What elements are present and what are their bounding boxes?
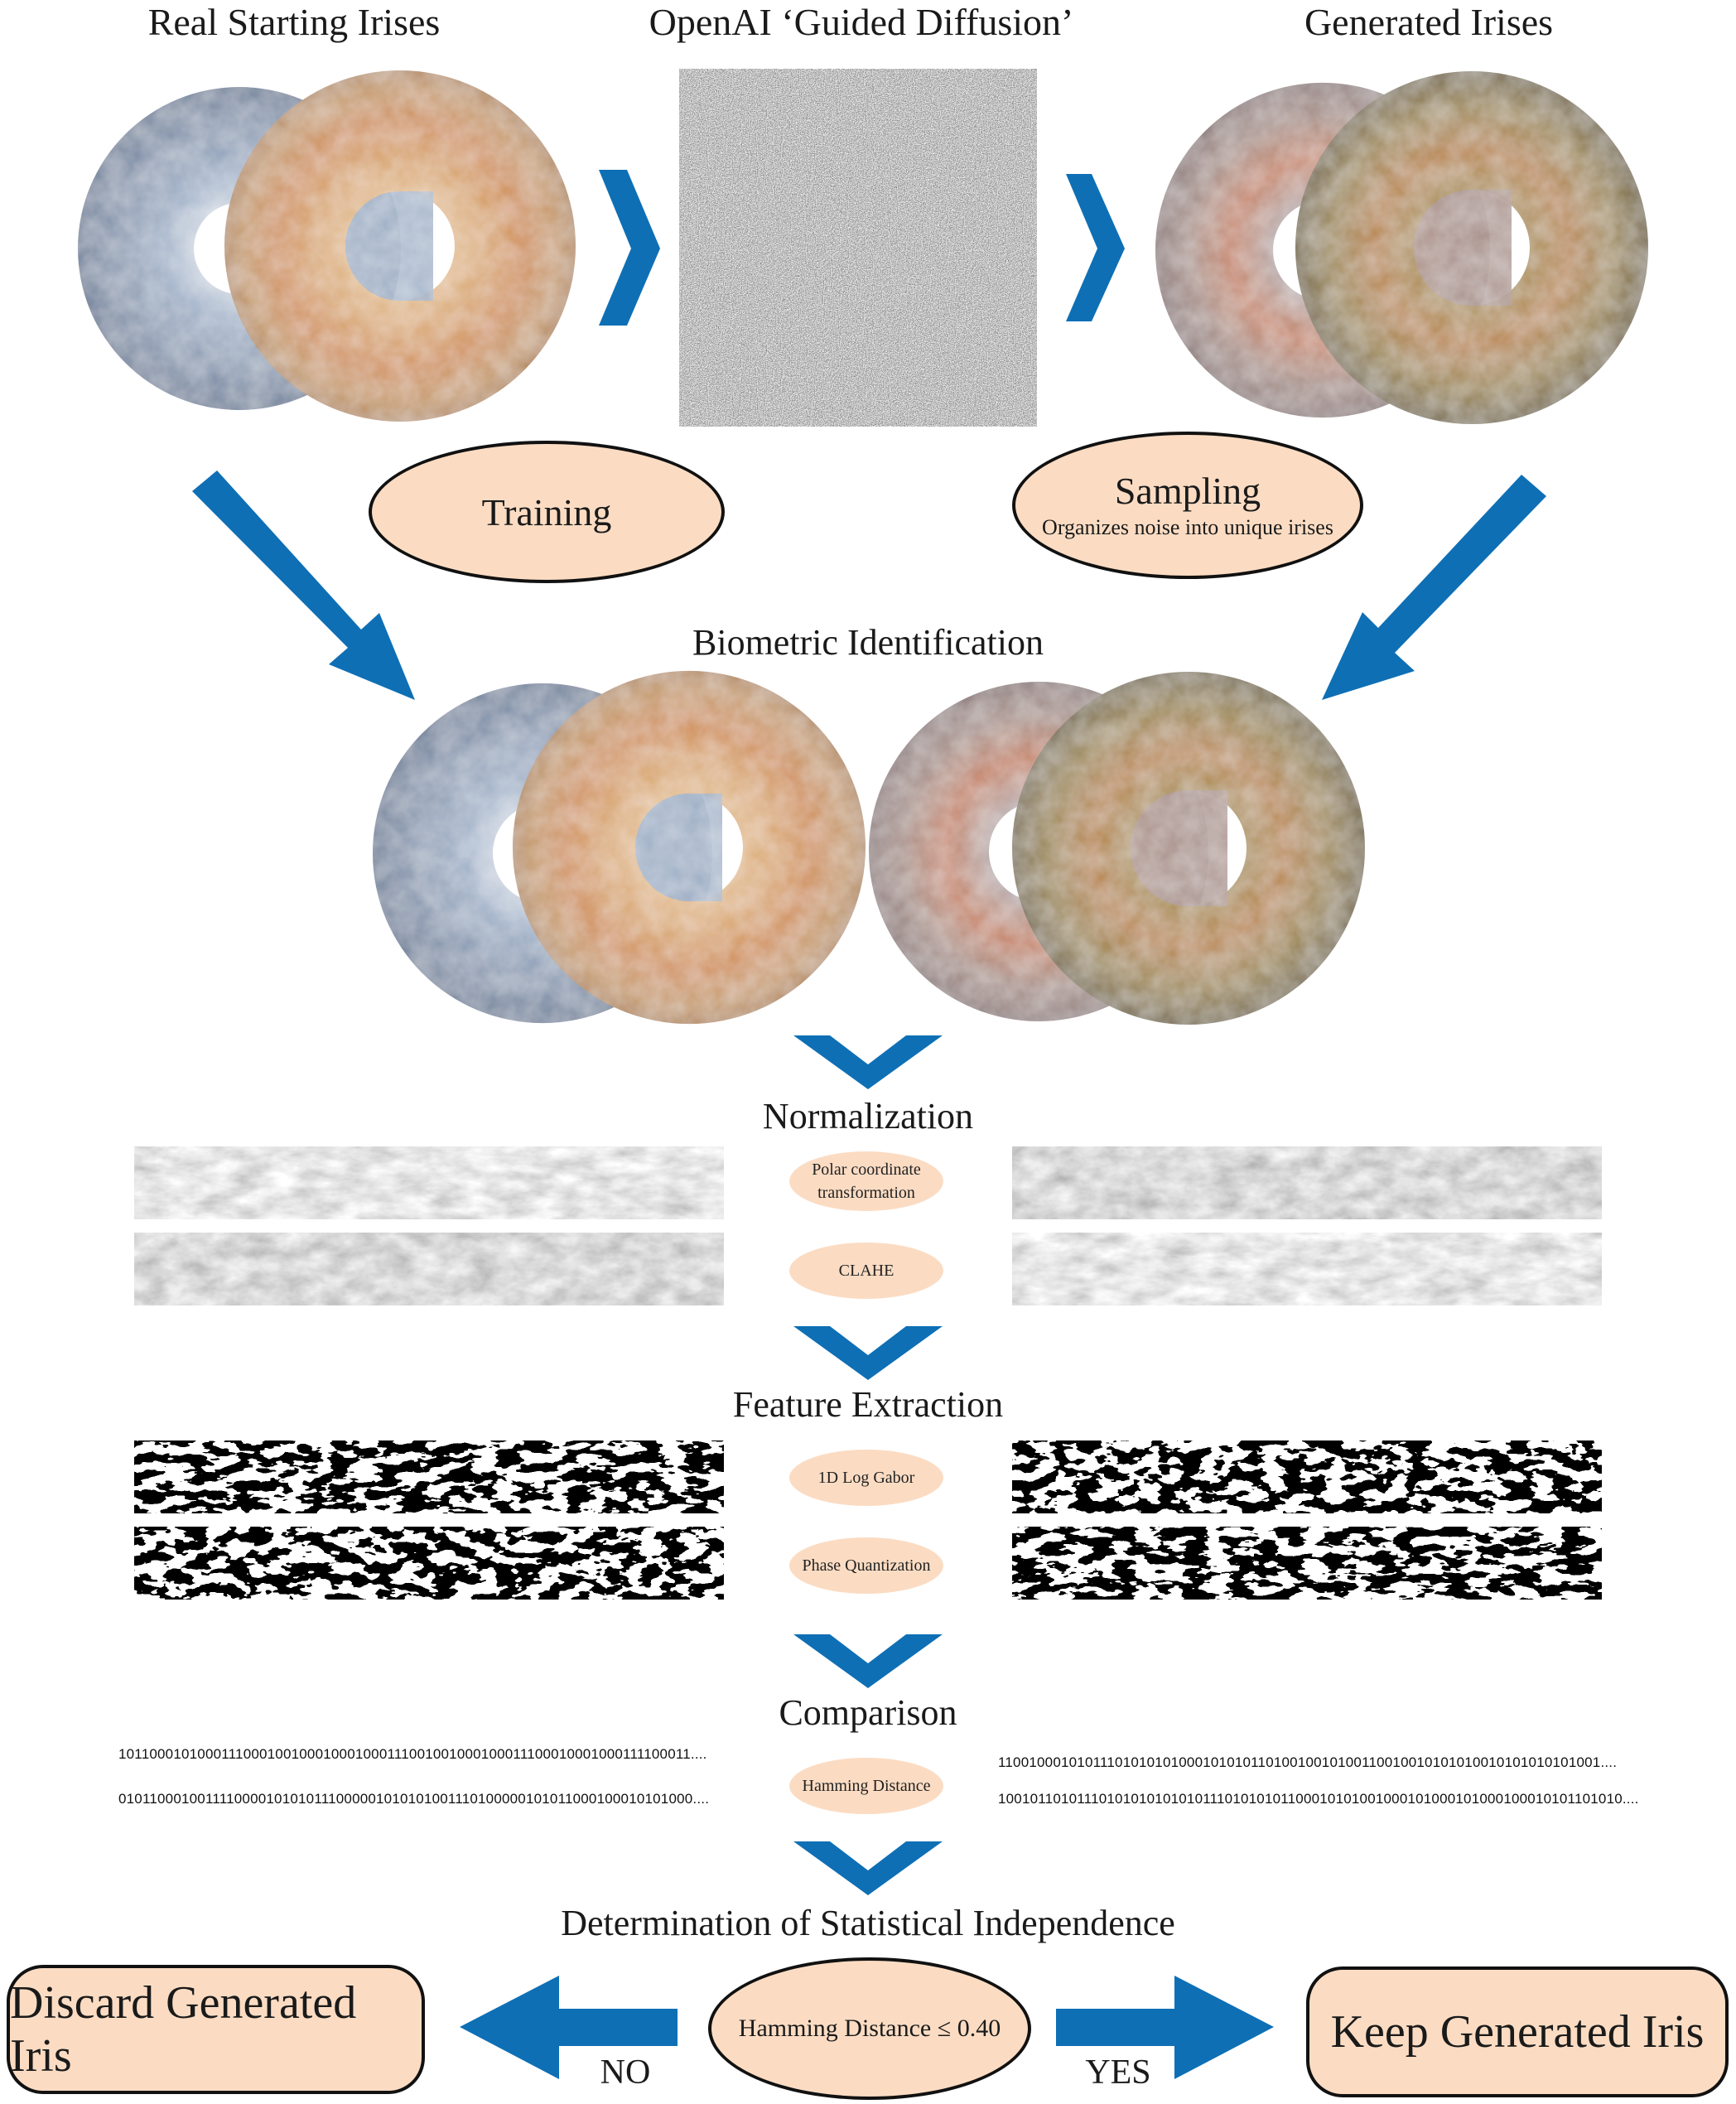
no-label: NO: [600, 2053, 651, 2092]
generated-iris-olive-mid: [1012, 672, 1365, 1025]
header-guided-diffusion: OpenAI ‘Guided Diffusion’: [649, 1, 1074, 43]
generated-iris-olive: [1295, 71, 1648, 424]
iris-code-bits-gen-1: 1100100010101110101010100010101011010010…: [998, 1754, 1618, 1770]
polar-transform-oval: Polar coordinate transformation: [789, 1151, 943, 1211]
discard-box: Discard Generated Iris: [7, 1965, 425, 2094]
chevron-down-icon: [793, 1035, 943, 1089]
chevron-down-icon: [793, 1841, 943, 1895]
iris-code-bits-real-1: 1011000101000111000100100010001000111001…: [118, 1746, 707, 1762]
phase-quantization-oval: Phase Quantization: [789, 1537, 943, 1594]
training-oval: Training: [369, 441, 725, 583]
sampling-oval: Sampling Organizes noise into unique iri…: [1012, 432, 1363, 579]
yes-label: YES: [1085, 2053, 1151, 2092]
hamming-distance-label: Hamming Distance: [802, 1777, 931, 1795]
polar-transform-label: Polar coordinate transformation: [812, 1161, 921, 1202]
arrow-down-left-icon: [1322, 475, 1546, 700]
arrow-down-right-icon: [192, 471, 415, 700]
iris-code-gen-2: [1012, 1527, 1602, 1600]
chevron-down-icon: [793, 1326, 943, 1380]
statistical-independence-title: Determination of Statistical Independenc…: [561, 1903, 1175, 1943]
normalized-strip-gen-1: [1012, 1146, 1602, 1219]
header-generated-irises: Generated Irises: [1304, 1, 1554, 43]
log-gabor-oval: 1D Log Gabor: [789, 1450, 943, 1506]
chevron-right-icon: [599, 170, 660, 326]
log-gabor-label: 1D Log Gabor: [817, 1469, 915, 1487]
arrow-right-icon: [1056, 1976, 1274, 2079]
sampling-label: Sampling: [1114, 470, 1261, 512]
iris-code-bits-real-2: 0101100010011110000101010111000001010101…: [118, 1791, 710, 1807]
noise-square: [679, 69, 1037, 427]
chevron-right-icon: [1066, 174, 1125, 321]
real-iris-amber-mid: [512, 670, 866, 1025]
discard-label: Discard Generated Iris: [10, 1977, 357, 2082]
normalized-strip-real-2: [134, 1233, 724, 1305]
real-iris-amber: [224, 70, 576, 422]
keep-label: Keep Generated Iris: [1330, 2006, 1705, 2058]
comparison-title: Comparison: [779, 1692, 957, 1733]
clahe-label: CLAHE: [838, 1262, 895, 1280]
iris-code-real-1: [134, 1440, 724, 1513]
header-real-irises: Real Starting Irises: [147, 1, 441, 43]
keep-box: Keep Generated Iris: [1306, 1966, 1729, 2097]
phase-quantization-label: Phase Quantization: [802, 1556, 931, 1575]
normalized-strip-gen-2: [1012, 1233, 1602, 1305]
feature-extraction-title: Feature Extraction: [732, 1384, 1004, 1425]
normalization-title: Normalization: [762, 1096, 974, 1136]
normalized-strip-real-1: [134, 1146, 724, 1219]
biometric-identification-title: Biometric Identification: [692, 622, 1044, 663]
training-label: Training: [481, 490, 612, 533]
criterion-label: Hamming Distance ≤ 0.40: [738, 2015, 1001, 2042]
iris-code-gen-1: [1012, 1440, 1602, 1513]
iris-code-real-2: [134, 1527, 724, 1600]
hamming-distance-oval: Hamming Distance: [789, 1758, 943, 1814]
sampling-sublabel: Organizes noise into unique irises: [1042, 515, 1333, 539]
clahe-oval: CLAHE: [789, 1243, 943, 1299]
criterion-oval: Hamming Distance ≤ 0.40: [708, 1957, 1031, 2100]
chevron-down-icon: [793, 1634, 943, 1688]
arrow-left-icon: [460, 1976, 678, 2079]
iris-code-bits-gen-2: 1001011010111010101010101011101010101100…: [998, 1791, 1639, 1807]
